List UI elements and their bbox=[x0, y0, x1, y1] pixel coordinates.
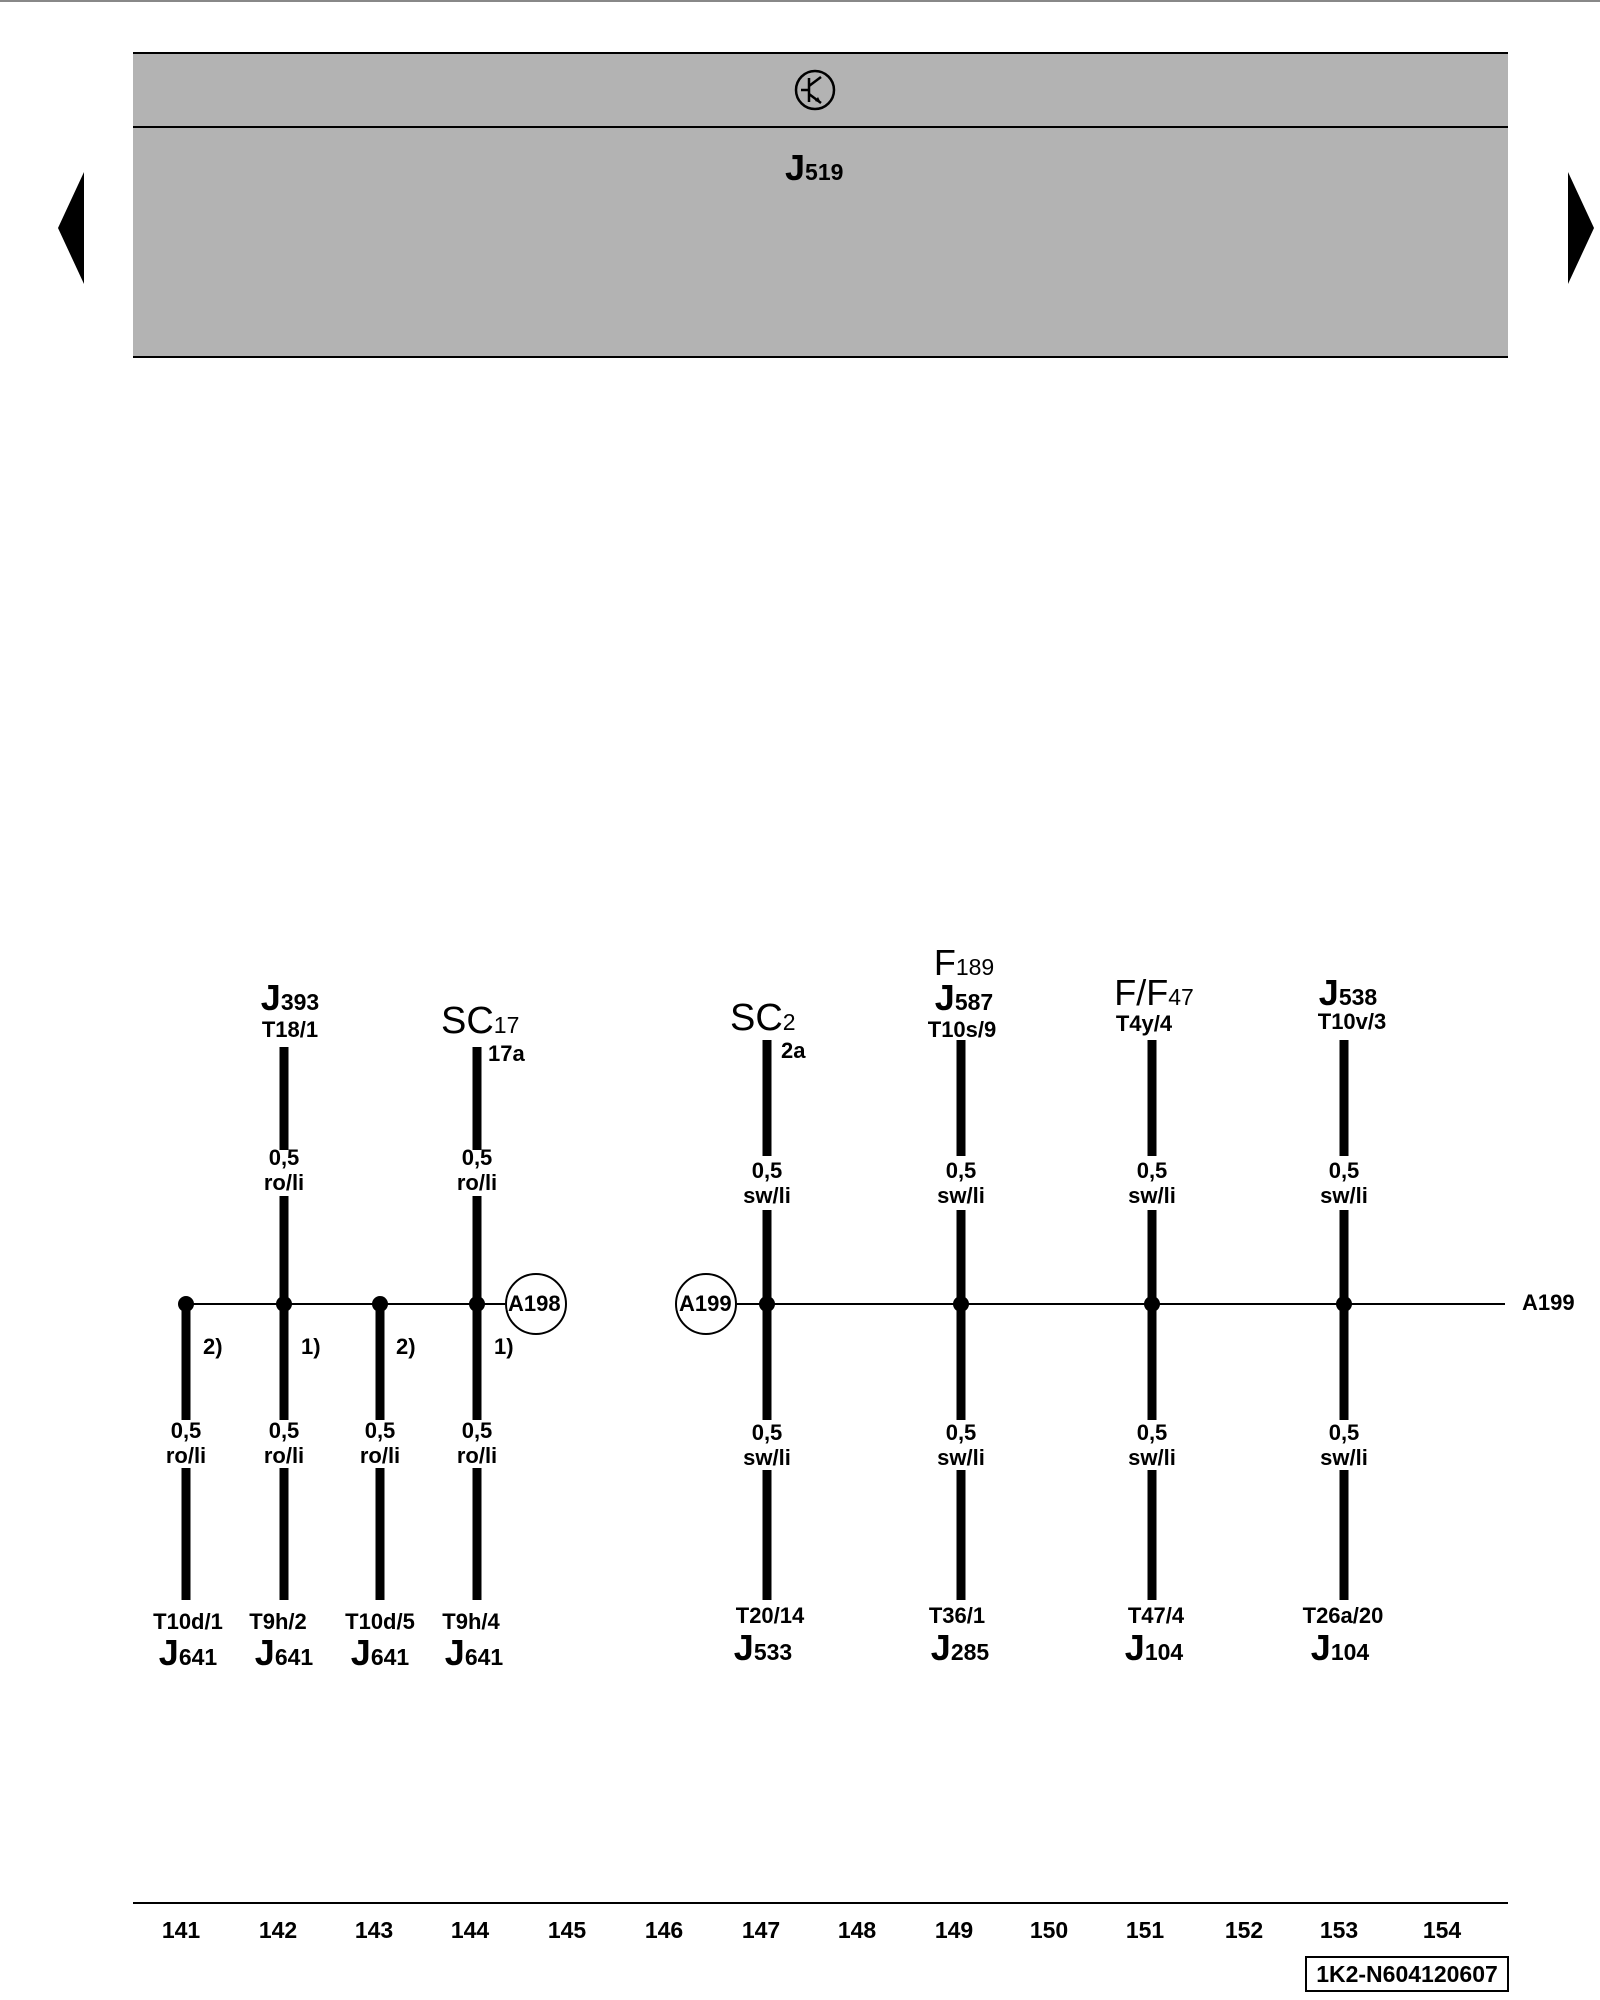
component-j587: J587 bbox=[934, 977, 994, 1018]
junction-dot bbox=[372, 1296, 388, 1312]
column-number: 151 bbox=[1125, 1917, 1165, 1943]
component-j641: J641 bbox=[350, 1632, 410, 1673]
column-number: 141 bbox=[161, 1917, 201, 1943]
pin-t10d-5: T10d/5 bbox=[345, 1609, 415, 1634]
pin-t9h-2: T9h/2 bbox=[249, 1609, 307, 1634]
pin-t10s-9: T10s/9 bbox=[927, 1017, 997, 1042]
footnote-marker: 1) bbox=[301, 1334, 321, 1359]
footnote-marker: 2) bbox=[203, 1334, 223, 1359]
junction-dot bbox=[276, 1296, 292, 1312]
component-j533: J533 bbox=[733, 1627, 793, 1668]
pin-t4y-4: T4y/4 bbox=[1115, 1011, 1173, 1036]
component-j393: J393 bbox=[260, 977, 320, 1018]
pin-t20-14: T20/14 bbox=[735, 1603, 805, 1628]
column-number: 142 bbox=[258, 1917, 298, 1943]
component-j641: J641 bbox=[444, 1632, 504, 1673]
connector-a199-circle bbox=[675, 1273, 737, 1335]
column-number: 145 bbox=[547, 1917, 587, 1943]
junction-dot bbox=[1336, 1296, 1352, 1312]
connector-a198-circle bbox=[505, 1273, 567, 1335]
component-f189: F189 bbox=[933, 942, 995, 983]
footnote-marker: 1) bbox=[494, 1334, 514, 1359]
pin-17a: 17a bbox=[488, 1041, 525, 1066]
junction-dot bbox=[953, 1296, 969, 1312]
column-number: 147 bbox=[741, 1917, 781, 1943]
connector-a199-right-label: A199 bbox=[1522, 1290, 1575, 1315]
pin-t36-1: T36/1 bbox=[928, 1603, 986, 1628]
component-j104: J104 bbox=[1124, 1627, 1184, 1668]
column-number: 148 bbox=[837, 1917, 877, 1943]
column-number: 144 bbox=[450, 1917, 490, 1943]
connector-a199-label: A199 bbox=[679, 1291, 732, 1316]
column-number: 152 bbox=[1224, 1917, 1264, 1943]
junction-dot bbox=[1144, 1296, 1160, 1312]
component-sc2: SC2 bbox=[730, 997, 796, 1039]
component-f-f47: F/F47 bbox=[1114, 972, 1194, 1013]
component-j538: J538 bbox=[1318, 972, 1378, 1013]
junction-dot bbox=[469, 1296, 485, 1312]
triangle-left-icon[interactable] bbox=[58, 172, 84, 284]
pin-t9h-4: T9h/4 bbox=[442, 1609, 500, 1634]
transistor-symbol-icon bbox=[794, 69, 836, 111]
footnote-marker: 2) bbox=[396, 1334, 416, 1359]
column-number: 153 bbox=[1319, 1917, 1359, 1943]
pin-t47-4: T47/4 bbox=[1127, 1603, 1185, 1628]
component-j641: J641 bbox=[254, 1632, 314, 1673]
column-number: 150 bbox=[1029, 1917, 1069, 1943]
connector-a198-label: A198 bbox=[508, 1291, 561, 1316]
module-number: 519 bbox=[805, 159, 844, 185]
pin-2a: 2a bbox=[781, 1038, 806, 1063]
top-border bbox=[0, 0, 1600, 2]
component-sc17: SC17 bbox=[441, 1000, 520, 1042]
junction-dot bbox=[759, 1296, 775, 1312]
column-number: 146 bbox=[644, 1917, 684, 1943]
module-label: J519 bbox=[785, 147, 843, 189]
component-j104: J104 bbox=[1310, 1627, 1370, 1668]
pin-t18-1: T18/1 bbox=[261, 1017, 319, 1042]
column-number: 149 bbox=[934, 1917, 974, 1943]
component-j641: J641 bbox=[158, 1632, 218, 1673]
document-id: 1K2-N604120607 bbox=[1305, 1956, 1509, 1992]
junction-dot bbox=[178, 1296, 194, 1312]
triangle-right-icon[interactable] bbox=[1568, 172, 1594, 284]
column-number: 143 bbox=[354, 1917, 394, 1943]
component-j285: J285 bbox=[930, 1627, 990, 1668]
pin-t10d-1: T10d/1 bbox=[153, 1609, 223, 1634]
pin-t26a-20: T26a/20 bbox=[1302, 1603, 1384, 1628]
pin-t10v-3: T10v/3 bbox=[1317, 1009, 1387, 1034]
column-ruler-line bbox=[133, 1902, 1508, 1904]
column-number: 154 bbox=[1422, 1917, 1462, 1943]
header-divider bbox=[133, 126, 1508, 128]
module-letter: J bbox=[785, 147, 806, 188]
module-header: J519 bbox=[133, 52, 1508, 358]
